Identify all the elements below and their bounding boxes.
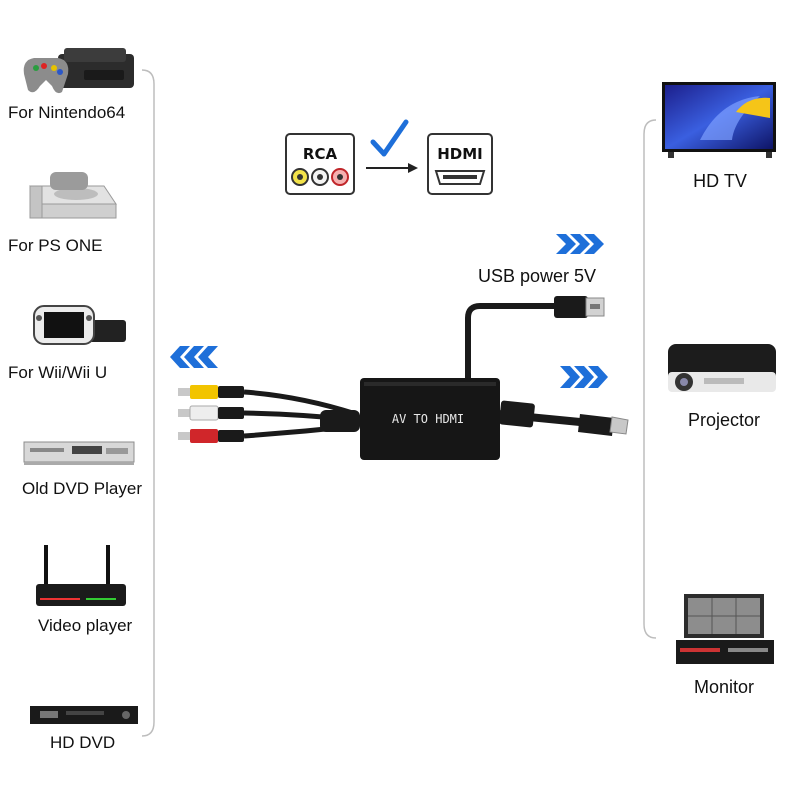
checkmark-icon: [370, 119, 409, 157]
source-label-old-dvd: Old DVD Player: [22, 479, 142, 498]
n64-console-icon: [23, 48, 134, 94]
left-bracket-line: [141, 69, 155, 737]
usb-cable: [465, 296, 605, 380]
rca-plug-red: [178, 429, 244, 443]
converter-label: AV TO HDMI: [392, 412, 464, 426]
ps-one-console-icon: [29, 172, 117, 219]
wii-u-console-icon: [33, 305, 126, 345]
right-bracket-line: [643, 119, 657, 639]
source-label-wii: For Wii/Wii U: [8, 363, 108, 382]
source-label-hd-dvd: HD DVD: [50, 733, 116, 752]
hdmi-chevrons-icon: [560, 366, 608, 388]
dvd-player-icon: [23, 441, 135, 465]
rca-plug-white: [178, 405, 244, 421]
rca-label: RCA: [303, 145, 338, 163]
projector-icon: [668, 344, 776, 392]
source-label-video-player: Video player: [38, 616, 133, 635]
hdmi-label: HDMI: [437, 145, 483, 163]
usb-chevrons-icon: [556, 234, 604, 254]
rca-chevrons-icon: [170, 346, 218, 368]
display-label-monitor: Monitor: [693, 677, 755, 697]
converter-box: [360, 378, 500, 460]
hdmi-port-icon: [427, 133, 493, 195]
rca-plug-yellow: [178, 385, 244, 399]
arrow-right-icon: [366, 163, 418, 173]
hd-tv-icon: [662, 82, 776, 158]
hd-dvd-player-icon: [30, 706, 138, 724]
router-video-player-icon: [36, 545, 126, 606]
display-label-projector: Projector: [687, 410, 761, 430]
rca-plug-icon: [285, 133, 355, 195]
display-label-hd-tv: HD TV: [693, 171, 747, 191]
monitor-icon: [676, 594, 774, 664]
hdmi-cable: [497, 400, 629, 436]
rca-cable-bundle: [243, 389, 360, 439]
usb-power-label: USB power 5V: [478, 266, 597, 286]
source-label-ps-one: For PS ONE: [8, 236, 103, 255]
source-label-nintendo64: For Nintendo64: [8, 103, 126, 122]
